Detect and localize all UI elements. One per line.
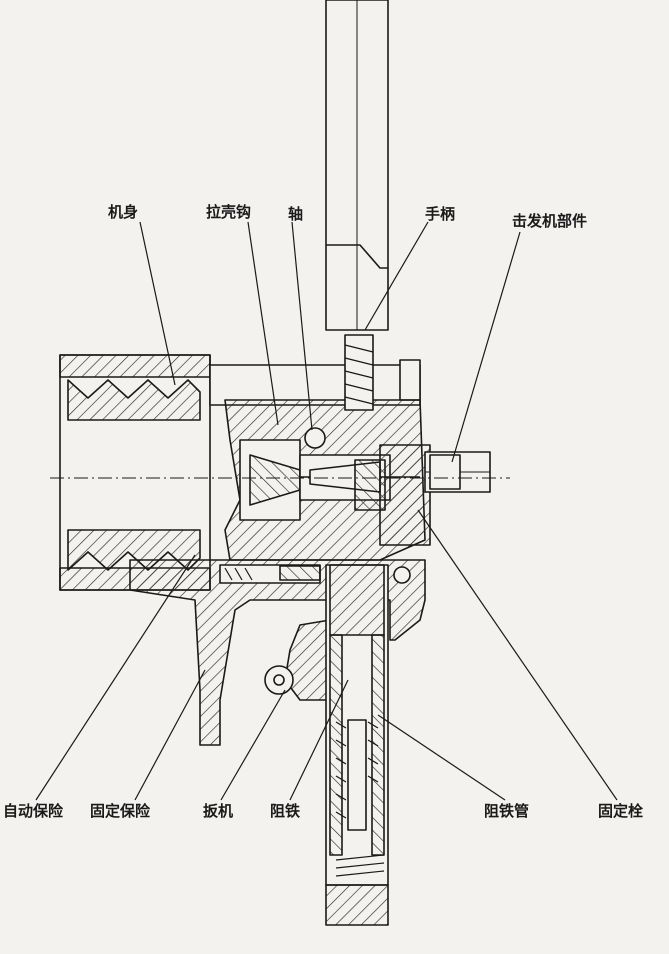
label-extractor-hook: 拉壳钩 — [206, 203, 252, 221]
label-stopper: 阻铁 — [270, 802, 301, 820]
label-stopper-tube: 阻铁管 — [484, 802, 530, 820]
stopper-tube — [325, 564, 389, 926]
firing-pin — [299, 454, 420, 511]
firing-assembly — [379, 444, 491, 546]
label-fixing-pin: 固定栓 — [598, 802, 644, 820]
lower-frame — [129, 559, 426, 746]
label-fixed-safety: 固定保险 — [90, 802, 151, 820]
handle-spring — [344, 334, 374, 411]
leader-lines — [35, 221, 618, 801]
shaft-pivot — [304, 427, 326, 449]
body-barrel — [59, 354, 211, 591]
label-trigger: 扳机 — [203, 802, 234, 820]
label-handle: 手柄 — [425, 205, 456, 223]
handle-shaft — [325, 0, 389, 331]
label-shaft: 轴 — [288, 205, 304, 223]
connector-housing — [209, 359, 421, 406]
label-firing-assembly: 击发机部件 — [512, 212, 588, 230]
label-auto-safety: 自动保险 — [3, 802, 64, 820]
label-body: 机身 — [108, 203, 139, 221]
